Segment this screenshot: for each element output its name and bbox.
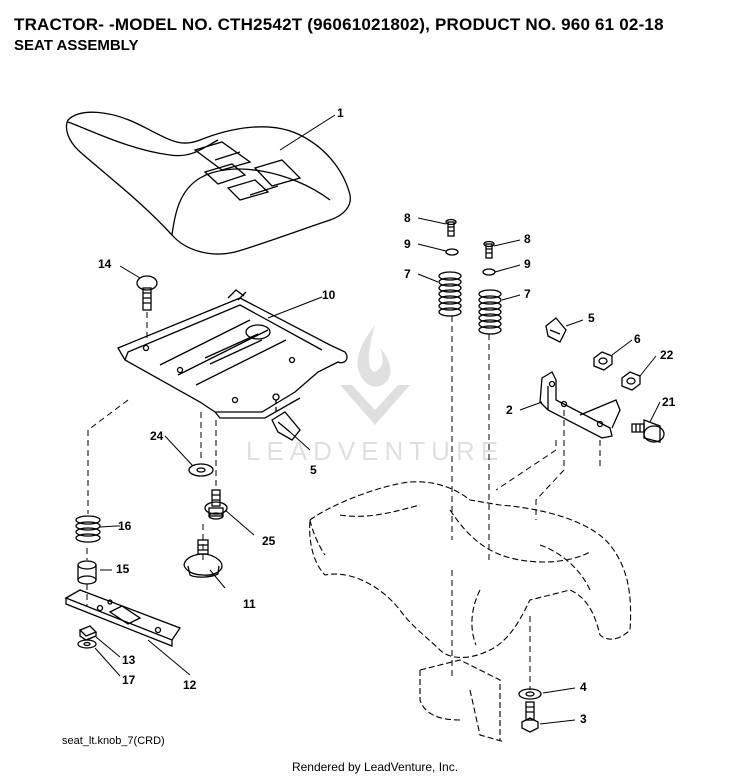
seat-pan	[117, 289, 348, 419]
leadventure-flame-logo	[340, 325, 410, 425]
callout-11: 11	[243, 597, 256, 611]
bolt-8-right	[483, 240, 495, 259]
bolt-8-left	[445, 218, 457, 237]
callout-25: 25	[262, 534, 276, 548]
assembly-lines	[86, 312, 601, 690]
callout-9-right: 9	[524, 257, 531, 271]
washer-24	[188, 463, 214, 477]
callout-22: 22	[660, 348, 674, 362]
watermark-text: LEADVENTURE	[246, 436, 504, 466]
callout-7-left: 7	[404, 267, 411, 281]
callout-3: 3	[580, 712, 587, 726]
callout-2: 2	[506, 403, 513, 417]
callout-4: 4	[580, 680, 587, 694]
spring-7-right	[478, 289, 502, 335]
carriage-bolt	[136, 275, 158, 311]
callout-labels: 1 14 10 24 5 16 25 15 11 13 12 17 8 9 7 …	[98, 106, 676, 726]
page-subtitle: SEAT ASSEMBLY	[14, 37, 139, 54]
seat-clip-right	[545, 317, 567, 343]
hex-nut-13	[78, 625, 98, 641]
callout-12: 12	[183, 678, 197, 692]
hex-nut-6	[593, 351, 613, 371]
watermark: LEADVENTURE	[246, 325, 504, 466]
callout-17: 17	[122, 673, 136, 687]
callout-24: 24	[150, 429, 164, 443]
callout-21: 21	[662, 395, 676, 409]
fender-frame	[309, 481, 632, 743]
washer-17	[77, 639, 97, 649]
callout-15: 15	[116, 562, 130, 576]
callout-16: 16	[118, 519, 132, 533]
callout-9-left: 9	[404, 237, 411, 251]
hex-bolt-3	[521, 701, 539, 733]
washer-9-right	[482, 268, 496, 276]
knob-spring	[75, 515, 101, 543]
shoulder-bolt-21	[631, 419, 665, 443]
washer-9-left	[445, 248, 459, 256]
callout-6: 6	[634, 332, 641, 346]
rendered-by-credit: Rendered by LeadVenture, Inc.	[291, 760, 459, 774]
callout-5-right: 5	[588, 311, 595, 325]
callout-8-right: 8	[524, 232, 531, 246]
leader-lines	[94, 114, 661, 725]
seat-clip-left	[271, 393, 301, 441]
callout-7-right: 7	[524, 287, 531, 301]
callout-10: 10	[322, 288, 336, 302]
hex-nut-22	[621, 371, 641, 391]
callout-1: 1	[337, 106, 344, 120]
callout-8-left: 8	[404, 211, 411, 225]
seat	[65, 111, 351, 255]
washer-4	[518, 688, 542, 700]
shoulder-bolt	[204, 489, 228, 520]
callout-13: 13	[122, 653, 136, 667]
spring-7-left	[438, 271, 462, 317]
pivot-bracket	[539, 371, 621, 439]
callout-5-left: 5	[310, 463, 317, 477]
page-title: TRACTOR- -MODEL NO. CTH2542T (9606102180…	[14, 15, 664, 34]
diagram-id: seat_lt.knob_7(CRD)	[62, 735, 165, 747]
callout-14: 14	[98, 257, 112, 271]
bushing	[77, 560, 97, 585]
slide-bracket	[64, 589, 181, 647]
